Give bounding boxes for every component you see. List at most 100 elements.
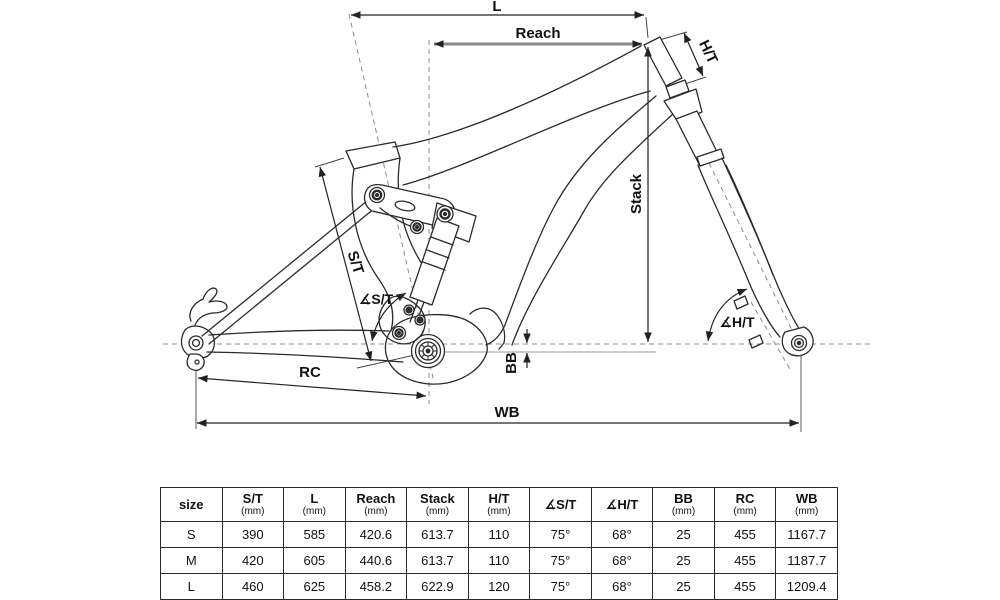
pivot-bolt <box>436 205 454 223</box>
top-tube-lower-edge <box>402 90 651 186</box>
label-stack: Stack <box>628 173 645 214</box>
dim-rc-line <box>197 374 427 400</box>
table-header-cell: ∡S/T <box>529 487 592 522</box>
table-header-cell: S/T(mm) <box>221 487 285 522</box>
top-tube-upper-edge <box>392 45 642 148</box>
column-label: H/T <box>488 491 510 506</box>
value-cell: 75° <box>529 521 592 548</box>
pivot-bolt <box>403 304 415 316</box>
value-cell: 390 <box>221 521 285 548</box>
column-unit: (mm) <box>671 506 696 517</box>
value-cell: 440.6 <box>344 547 408 574</box>
pivot-bolt <box>368 186 386 204</box>
value-cell: 120 <box>467 573 531 600</box>
brake-mount-tab <box>748 334 764 349</box>
column-label: RC <box>735 491 755 506</box>
size-cell: S <box>160 521 223 548</box>
bb-knurling <box>418 341 438 361</box>
value-cell: 68° <box>590 573 654 600</box>
column-unit: (mm) <box>425 506 450 517</box>
value-cell: 605 <box>283 547 346 574</box>
value-cell: 625 <box>283 573 346 600</box>
value-cell: 75° <box>529 547 592 574</box>
value-cell: 25 <box>652 547 715 574</box>
pivot-bolts <box>368 186 454 341</box>
label-st: S/T <box>344 249 367 276</box>
column-unit: (mm) <box>241 506 265 517</box>
column-label: ∡H/T <box>605 496 639 512</box>
chainstay-lower-edge <box>206 351 404 363</box>
bb-ring-2 <box>414 337 442 365</box>
label-bb: BB <box>503 352 520 374</box>
value-cell: 622.9 <box>406 573 469 600</box>
value-cell: 455 <box>713 573 777 600</box>
value-cell: 1209.4 <box>775 573 838 600</box>
label-ht-angle: ∡H/T <box>719 314 755 330</box>
seatstay-upper-edge <box>201 195 374 337</box>
size-cell: L <box>160 573 223 600</box>
label-st-angle: ∡S/T <box>359 291 394 307</box>
value-cell: 613.7 <box>406 547 469 574</box>
table-header-cell: H/T(mm) <box>467 487 531 522</box>
value-cell: 110 <box>467 547 531 574</box>
column-unit: (mm) <box>364 506 388 517</box>
value-cell: 110 <box>467 521 531 548</box>
brake-mount-tab <box>733 295 749 310</box>
column-label: Stack <box>420 491 455 506</box>
down-tube <box>384 95 675 385</box>
value-cell: 420.6 <box>344 521 408 548</box>
chainstay-yoke <box>469 307 506 350</box>
shock-body <box>409 217 460 306</box>
fork-leg-inner-line <box>725 164 774 276</box>
column-label: ∡S/T <box>544 496 577 512</box>
table-header-cell: Stack(mm) <box>406 487 469 522</box>
value-cell: 420 <box>221 547 285 574</box>
table-header-cell: ∡H/T <box>590 487 654 522</box>
value-cell: 25 <box>652 521 715 548</box>
label-ht: H/T <box>695 37 721 66</box>
value-cell: 75° <box>529 573 592 600</box>
rear-dropout <box>180 287 228 371</box>
column-label: S/T <box>242 491 263 506</box>
fork <box>663 88 814 357</box>
l-right-extension <box>645 16 649 39</box>
front-axle-center <box>796 340 802 346</box>
column-label: size <box>178 496 204 512</box>
label-reach: Reach <box>515 25 560 42</box>
dim-ht-angle-arc <box>705 288 748 342</box>
down-tube-lower-edge <box>511 112 675 346</box>
value-cell: 1187.7 <box>775 547 838 574</box>
dimensions <box>197 11 799 427</box>
label-wb: WB <box>495 404 520 421</box>
column-unit: (mm) <box>302 506 326 517</box>
steering-axis-lower-reference <box>750 301 792 372</box>
column-label: BB <box>674 491 693 506</box>
label-l: L <box>492 0 501 15</box>
column-unit: (mm) <box>733 506 757 517</box>
rear-axle-inner <box>191 338 201 348</box>
column-label: L <box>310 491 319 506</box>
value-cell: 1167.7 <box>775 521 838 548</box>
pivot-bolt <box>409 219 425 235</box>
seat-tube-head <box>345 141 401 170</box>
column-unit: (mm) <box>487 506 511 517</box>
down-tube-upper-edge <box>485 95 657 346</box>
table-header-cell: Reach(mm) <box>344 487 408 522</box>
fork-leg-left-edge <box>697 164 781 338</box>
value-cell: 585 <box>283 521 346 548</box>
value-cell: 613.7 <box>406 521 469 548</box>
seatstay-guard-hook <box>189 287 228 326</box>
column-label: Reach <box>356 491 396 506</box>
table-header-cell: size <box>160 487 223 522</box>
bottom-bracket <box>410 333 446 369</box>
value-cell: 25 <box>652 573 715 600</box>
dim-st-line <box>318 166 373 362</box>
head-tube <box>643 36 690 99</box>
rocker-slot <box>394 200 416 212</box>
